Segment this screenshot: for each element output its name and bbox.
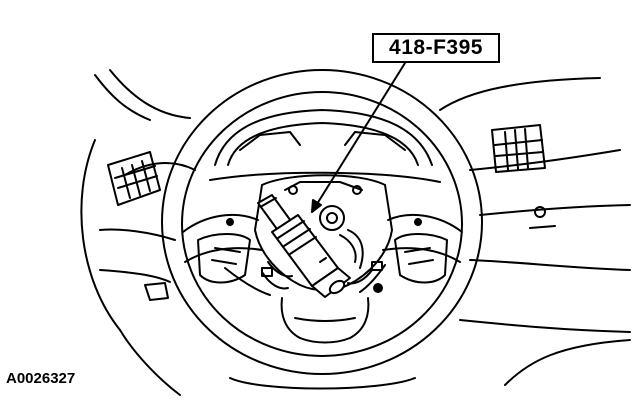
lower-spoke — [280, 297, 370, 344]
right-switch-panel — [529, 206, 556, 229]
tool-callout-label: 418-F395 — [389, 36, 483, 59]
right-spoke — [359, 213, 463, 293]
figure-reference-id: A0026327 — [6, 370, 76, 387]
steering-column-shroud — [144, 282, 416, 390]
special-tool — [257, 194, 351, 298]
tool-callout-box: 418-F395 — [372, 33, 500, 63]
left-air-vent — [107, 151, 161, 206]
right-air-vent — [491, 124, 546, 173]
instrument-cluster-hood — [209, 109, 441, 183]
left-spoke — [182, 213, 271, 296]
callout-leader — [311, 62, 406, 213]
dashboard-outline — [80, 69, 631, 396]
wheel-hub — [254, 174, 393, 292]
steering-wheel-rim — [161, 69, 483, 375]
wiring-harness — [261, 261, 383, 293]
